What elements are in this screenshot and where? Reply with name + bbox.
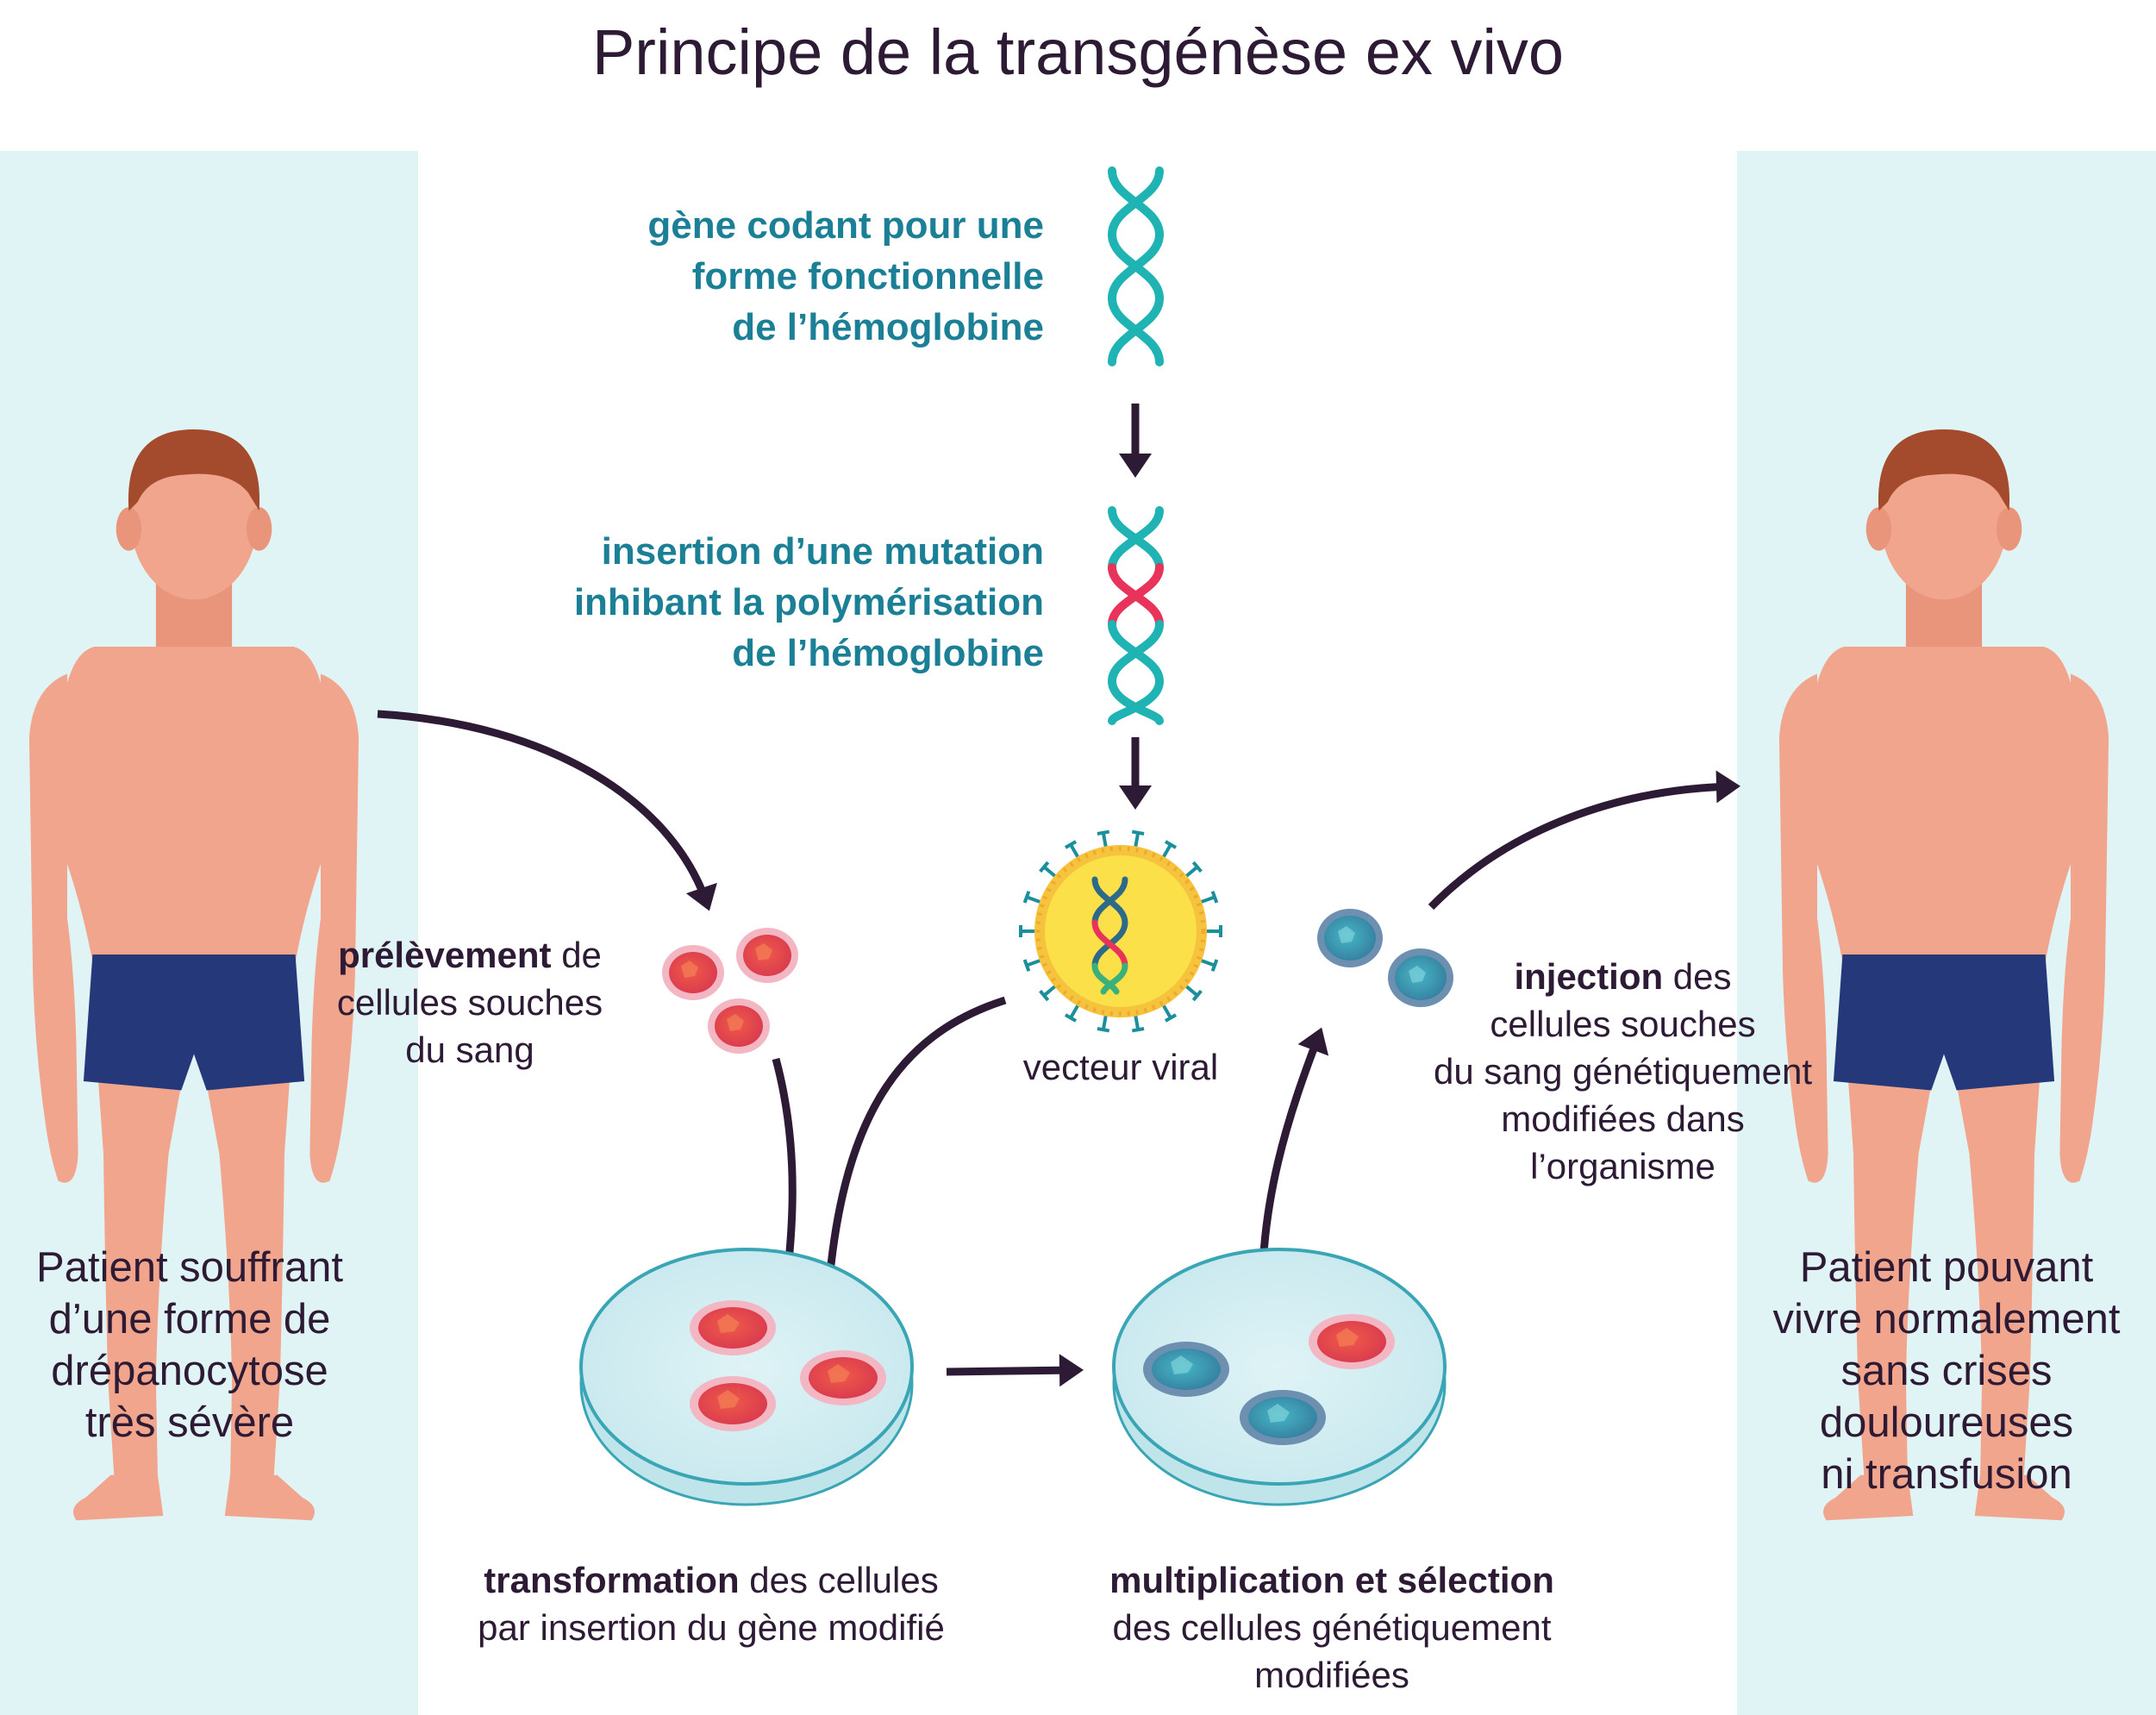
dish-cell-red bbox=[690, 1376, 776, 1431]
petri-dish-transformation bbox=[579, 1248, 914, 1506]
dish-cell-red bbox=[1309, 1314, 1395, 1369]
arrow-injection bbox=[1428, 770, 1740, 911]
dish-cell-blue bbox=[1143, 1342, 1229, 1397]
arrow-sampling bbox=[377, 710, 717, 911]
mutation-label: insertion d’une mutation inhibant la pol… bbox=[573, 530, 1044, 674]
injection-label: injection des cellules souches du sang g… bbox=[1433, 956, 1812, 1186]
stem-cell-red bbox=[736, 928, 798, 983]
viral-vector-label: vecteur viral bbox=[1022, 1047, 1219, 1087]
stem-cell-blue bbox=[1317, 909, 1383, 967]
page-title: Principe de la transgénèse ex vivo bbox=[591, 16, 1565, 88]
stem-cell-red bbox=[708, 998, 770, 1054]
arrow-vector-to-dish bbox=[812, 996, 1007, 1310]
dna-mutation-icon bbox=[1107, 506, 1165, 725]
dish-cell-red bbox=[690, 1300, 776, 1355]
viral-vector-icon bbox=[1019, 829, 1222, 1033]
arrow-dish-to-dish bbox=[946, 1354, 1084, 1387]
dish-cell-blue bbox=[1240, 1390, 1326, 1445]
dish-cell-red bbox=[800, 1350, 886, 1405]
patient-left-label: Patient souffrant d’une forme de drépano… bbox=[36, 1244, 343, 1446]
gene-label: gène codant pour une forme fonctionnelle… bbox=[647, 204, 1044, 348]
stem-cell-blue bbox=[1388, 948, 1453, 1007]
stem-cell-red bbox=[662, 945, 724, 1000]
transformation-label: transformation des cellules par insertio… bbox=[478, 1560, 945, 1648]
multiplication-label: multiplication et sélection des cellules… bbox=[1109, 1560, 1554, 1695]
patient-right-label: Patient pouvant vivre normalement sans c… bbox=[1772, 1244, 2121, 1498]
sampling-label: prélèvement de cellules souches du sang bbox=[336, 935, 603, 1070]
dna-gene-icon bbox=[1107, 166, 1165, 366]
